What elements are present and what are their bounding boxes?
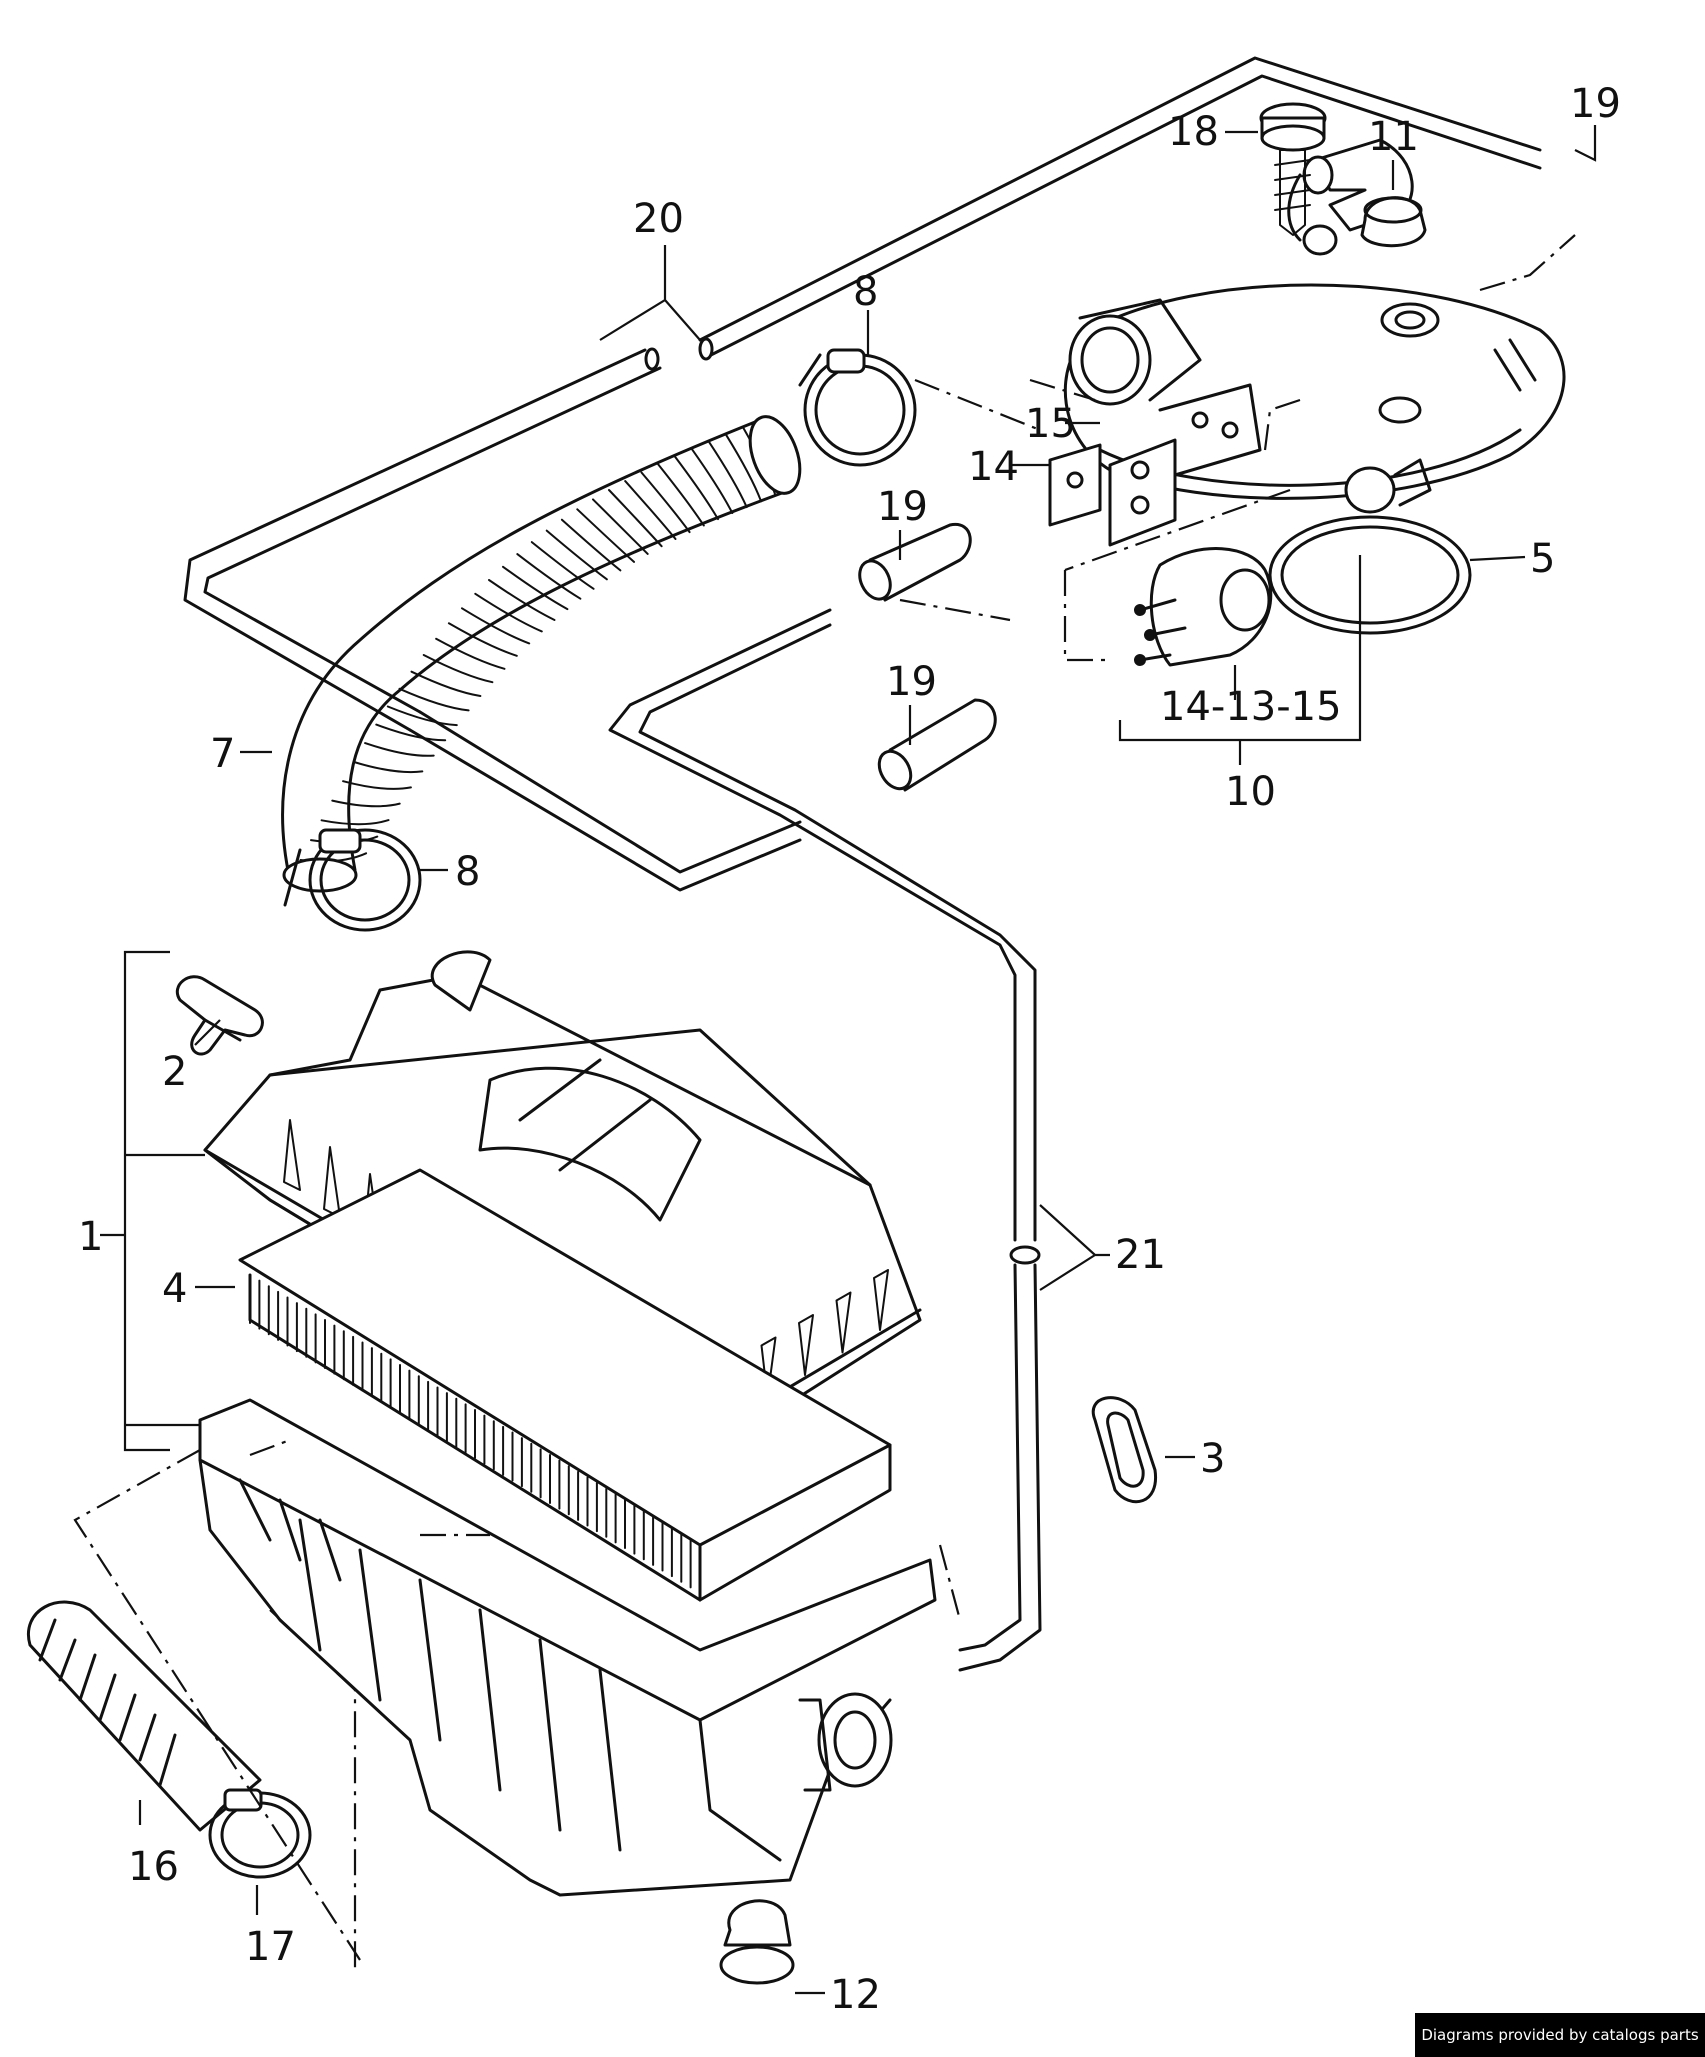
callout-10: 10 bbox=[1225, 769, 1276, 815]
callout-labels: 20 18 11 19 8 15 14 19 5 19 14-13-15 10 … bbox=[78, 81, 1621, 2018]
callout-16: 16 bbox=[128, 1844, 179, 1890]
callout-8-bottom: 8 bbox=[455, 849, 480, 895]
clip-part-2 bbox=[176, 975, 264, 1056]
callout-18: 18 bbox=[1168, 109, 1219, 155]
filter-housing-lower bbox=[198, 1398, 937, 1897]
callout-19-low: 19 bbox=[886, 659, 937, 705]
plug-part-12 bbox=[719, 1899, 795, 1985]
housing-rib bbox=[798, 1314, 814, 1376]
hose-rib bbox=[608, 489, 663, 548]
callout-21: 21 bbox=[1115, 1232, 1166, 1278]
hose-rib bbox=[422, 654, 494, 684]
cap-part-11 bbox=[1360, 196, 1427, 248]
callout-14-left: 14 bbox=[968, 444, 1019, 490]
leader-lines bbox=[73, 125, 1597, 1995]
callout-19-mid: 19 bbox=[877, 484, 928, 530]
hose-rib bbox=[657, 463, 705, 527]
hose-rib bbox=[624, 480, 677, 540]
callout-3: 3 bbox=[1200, 1436, 1225, 1482]
hose-rib bbox=[353, 761, 424, 774]
hose-rib bbox=[690, 447, 734, 514]
callout-1: 1 bbox=[78, 1214, 103, 1260]
housing-rib bbox=[873, 1269, 889, 1331]
hose-clamp-part-8-top bbox=[798, 348, 917, 467]
hose-rib bbox=[560, 518, 622, 572]
filter-element-part-4 bbox=[238, 1168, 892, 1602]
hose-clamp-part-17 bbox=[208, 1788, 312, 1879]
vent-tube-part-20 bbox=[183, 56, 1542, 892]
housing-rib bbox=[283, 1119, 301, 1191]
hose-rib bbox=[474, 592, 543, 633]
hose-rib bbox=[576, 508, 635, 563]
callout-19-top: 19 bbox=[1570, 81, 1621, 127]
hose-rib bbox=[386, 705, 458, 727]
hose-rib bbox=[447, 622, 518, 657]
hose-rib bbox=[640, 471, 691, 534]
housing-rib bbox=[835, 1291, 852, 1354]
hose-rib bbox=[364, 742, 435, 757]
vent-hose-part-21 bbox=[608, 608, 1042, 1672]
hose-rib bbox=[342, 780, 412, 790]
callout-11: 11 bbox=[1368, 114, 1419, 160]
callout-15-left: 15 bbox=[1025, 401, 1076, 447]
hose-rib bbox=[530, 541, 595, 590]
hose-rib bbox=[375, 723, 447, 742]
screw-part-18 bbox=[1259, 102, 1327, 236]
callout-5: 5 bbox=[1530, 536, 1555, 582]
callout-8-top: 8 bbox=[853, 269, 878, 315]
callout-12: 12 bbox=[830, 1972, 881, 2018]
hose-rib bbox=[320, 819, 390, 826]
hose-sleeve-part-19-top bbox=[1287, 138, 1414, 256]
intake-hose-part-7 bbox=[281, 415, 802, 893]
hose-rib bbox=[410, 670, 482, 697]
callout-14-13-15: 14-13-15 bbox=[1160, 684, 1342, 730]
grommet-part-3 bbox=[1091, 1396, 1157, 1504]
hose-rib bbox=[398, 687, 470, 712]
hose-rib bbox=[707, 440, 748, 509]
callout-20: 20 bbox=[633, 196, 684, 242]
small-hose-part-16 bbox=[26, 1600, 262, 1832]
callout-2: 2 bbox=[162, 1049, 187, 1095]
hose-rib bbox=[516, 553, 582, 600]
callout-4: 4 bbox=[162, 1266, 187, 1312]
hose-rib bbox=[592, 498, 649, 555]
sensor-part-13 bbox=[1134, 547, 1273, 667]
bracket-part-14-15 bbox=[1048, 383, 1262, 547]
hose-rib bbox=[435, 637, 506, 670]
hose-rib bbox=[331, 799, 401, 808]
hose-rib bbox=[502, 565, 569, 611]
hose-sleeve-part-19-mid bbox=[858, 523, 972, 602]
hose-sleeve-part-19-low bbox=[877, 698, 997, 792]
credit-badge: Diagrams provided by catalogs parts bbox=[1415, 2013, 1705, 2057]
hose-rib bbox=[724, 433, 763, 503]
callout-17: 17 bbox=[245, 1924, 296, 1970]
hose-clamp-part-8-bottom bbox=[283, 828, 422, 932]
intake-cover-housing bbox=[1063, 283, 1566, 514]
hose-rib bbox=[545, 529, 608, 581]
callout-7: 7 bbox=[210, 731, 235, 777]
hose-rib bbox=[488, 579, 556, 621]
seal-ring-part-5 bbox=[1268, 515, 1472, 635]
hose-rib bbox=[461, 607, 531, 645]
hose-rib bbox=[673, 455, 719, 521]
